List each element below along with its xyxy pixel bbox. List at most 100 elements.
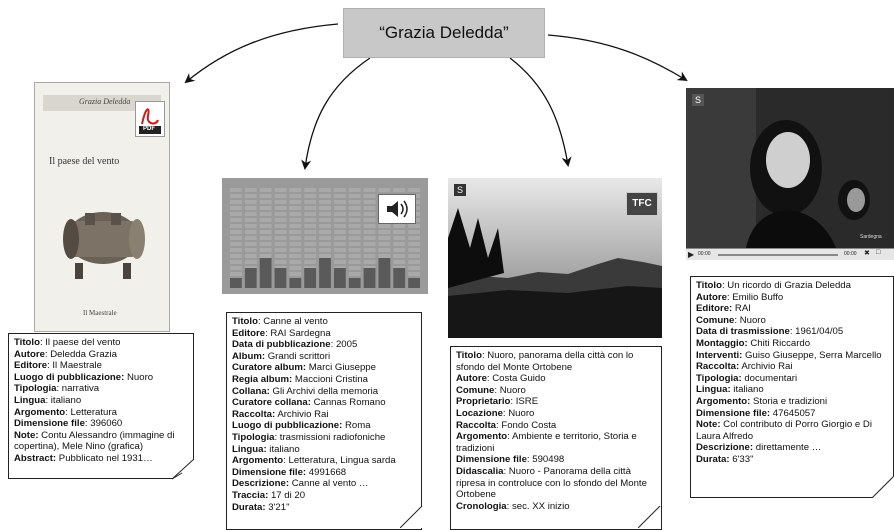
equalizer-segment [319, 212, 331, 216]
photo-field-row: Cronologia: sec. XX inizio [456, 501, 656, 513]
central-title: “Grazia Deledda” [379, 23, 509, 42]
equalizer-segment [319, 194, 331, 198]
field-label: Cronologia [456, 500, 507, 512]
equalizer-segment [363, 254, 376, 258]
play-icon[interactable]: ▶ [688, 250, 695, 259]
equalizer-segment [363, 230, 376, 234]
field-value: : Nuoro [734, 314, 766, 326]
field-value: documentari [741, 372, 798, 384]
video-field-row: Data di trasmissione: 1961/04/05 [696, 326, 888, 338]
equalizer-segment [259, 242, 272, 246]
book-cover-image: Grazia Deledda PDF Il paese del vento Il… [34, 82, 170, 332]
audio-field-row: Raccolta: Archivio Rai [232, 409, 416, 421]
video-field-row: Titolo: Un ricordo di Grazia Deledda [696, 280, 888, 292]
photo-fields: Titolo: Nuoro, panorama della città con … [456, 350, 656, 512]
equalizer-segment [230, 224, 242, 228]
field-label: Proprietario [456, 396, 511, 408]
field-label: Curatore album: [232, 362, 307, 374]
equalizer-segment [259, 212, 272, 216]
equalizer-segment [348, 236, 361, 240]
progress-track[interactable] [718, 254, 838, 256]
audio-field-row: Editore: RAI Sardegna [232, 328, 416, 340]
fullscreen-icon[interactable]: □ [876, 249, 881, 256]
equalizer-segment [304, 230, 317, 234]
equalizer-segment [244, 218, 257, 222]
equalizer-segment [274, 212, 287, 216]
video-note-fold [872, 476, 894, 498]
equalizer-segment [363, 236, 376, 240]
equalizer-segment [259, 218, 272, 222]
photo-field-row: Proprietario: ISRE [456, 396, 656, 408]
equalizer-segment [304, 218, 317, 222]
audio-field-row: Argomento: Letteratura, Lingua sarda [232, 455, 416, 467]
equalizer-segment [348, 272, 361, 276]
equalizer-segment [378, 236, 391, 240]
field-value: : 590498 [526, 454, 565, 466]
field-label: Descrizione: [696, 442, 754, 454]
photo-field-row: Didascalia: Nuoro - Panorama della città… [456, 466, 656, 501]
audio-field-row: Durata: 3'21" [232, 502, 416, 514]
equalizer-segment [348, 224, 361, 228]
equalizer-segment [289, 200, 302, 204]
field-value: : 1961/04/05 [789, 326, 844, 338]
equalizer-segment [408, 248, 420, 252]
field-label: Tipologia: [696, 372, 742, 384]
equalizer-segment [244, 200, 257, 204]
field-value: Canne al vento … [289, 478, 369, 490]
field-value: Maccioni Cristina [292, 373, 368, 385]
equalizer-segment [408, 236, 420, 240]
book-field-row: Tipologia: narrativa [14, 383, 188, 395]
field-label: Dimensione file: [232, 466, 307, 478]
equalizer-segment [408, 260, 420, 264]
field-value: : Nuoro [502, 407, 535, 419]
equalizer-segment [259, 236, 272, 240]
video-field-row: Dimensione file: 47645057 [696, 408, 888, 420]
video-field-row: Descrizione: direttamente … [696, 442, 888, 454]
book-field-row: Argomento: Letteratura [14, 407, 188, 419]
equalizer-segment [393, 224, 406, 228]
equalizer-segment [304, 260, 317, 264]
audio-field-row: Titolo: Canne al vento [232, 316, 416, 328]
equalizer-segment [378, 254, 391, 258]
equalizer-segment [244, 236, 257, 240]
equalizer-segment [393, 188, 406, 192]
audio-field-row: Tipologia: trasmissioni radiofoniche [232, 432, 416, 444]
field-value: : Canne al vento [257, 316, 328, 327]
equalizer-segment [289, 218, 302, 222]
equalizer-bar [408, 278, 420, 288]
equalizer-segment [289, 188, 302, 192]
field-value: Contu Alessandro (immagine di copertina)… [14, 429, 175, 453]
video-field-row: Raccolta: Archivio Rai [696, 361, 888, 373]
video-badge: S [692, 94, 704, 106]
equalizer-segment [348, 194, 361, 198]
audio-field-row: Album: Grandi scrittori [232, 351, 416, 363]
book-field-row: Luogo di pubblicazione: Nuoro [14, 372, 188, 384]
equalizer-segment [348, 200, 361, 204]
equalizer-segment [304, 248, 317, 252]
equalizer-segment [408, 272, 420, 276]
equalizer-segment [333, 230, 346, 234]
equalizer-segment [333, 254, 346, 258]
equalizer-segment [289, 266, 302, 270]
field-value: : RAI Sardegna [265, 327, 331, 339]
tfc-logo: TFC [626, 192, 658, 216]
field-value: Guiso Giuseppe, Serra Marcello [742, 349, 882, 361]
field-label: Note: [14, 429, 39, 441]
book-note-fold [172, 459, 195, 480]
equalizer-segment [348, 254, 361, 258]
field-value: : Letteratura, Lingua sarda [283, 455, 396, 467]
equalizer-segment [378, 230, 391, 234]
equalizer-segment [319, 230, 331, 234]
equalizer-segment [230, 230, 242, 234]
equalizer-segment [259, 224, 272, 228]
field-value: : Nuoro - Panorama della città ripresa i… [456, 465, 647, 501]
field-label: Dimensione file [456, 454, 527, 466]
field-value: : Emilio Buffo [726, 291, 784, 303]
field-value: RAI [732, 303, 751, 315]
volume-icon[interactable]: ✖ [864, 250, 870, 257]
equalizer-segment [363, 200, 376, 204]
pdf-label: PDF [143, 126, 155, 132]
